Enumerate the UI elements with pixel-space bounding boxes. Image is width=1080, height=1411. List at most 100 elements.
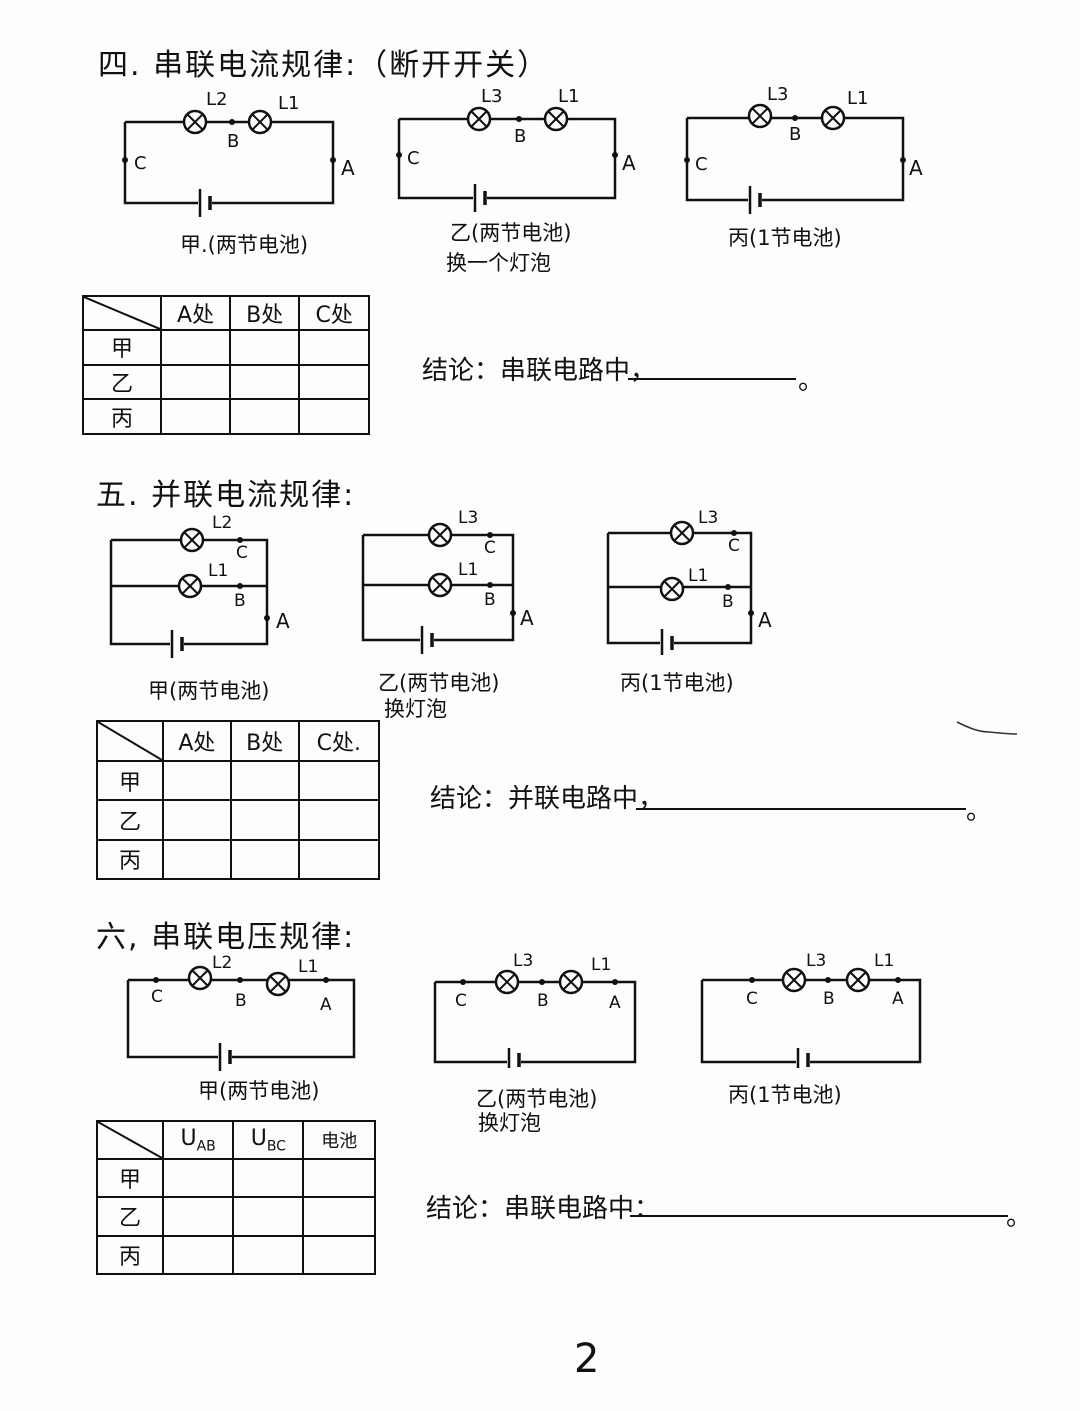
table-header-ubc: UBC [232, 1120, 305, 1160]
table-row-label: 丙 [96, 1234, 164, 1276]
lamp-label: L1 [591, 955, 611, 975]
point-label: B [234, 591, 246, 611]
point-label: A [320, 995, 332, 1015]
table-row-label: 甲 [96, 759, 164, 802]
point-label: B [514, 126, 526, 147]
bulb-icon [558, 969, 584, 995]
circuit-caption-2: 换灯泡 [478, 1111, 541, 1135]
table-header: A处 [159, 295, 232, 331]
answer-blank[interactable] [630, 1215, 1008, 1217]
bulb-icon [179, 527, 205, 553]
series-circuit-bing: L3 L1 B A C [684, 84, 923, 216]
answer-blank[interactable] [636, 808, 966, 810]
table-cell[interactable] [297, 838, 381, 881]
table-header: B处 [229, 295, 301, 331]
circuit-caption: 甲(两节电池) [198, 1079, 320, 1103]
table-cell[interactable] [232, 1196, 305, 1237]
voltage-circuit-bing: L3 L1 C B A [700, 951, 922, 1068]
point-label: C [455, 991, 467, 1011]
table-cell[interactable] [229, 838, 300, 881]
point-label: B [227, 131, 239, 152]
series-circuit-jia: L2 L1 B A C [122, 89, 355, 219]
lamp-label: L1 [688, 566, 708, 586]
table-corner [96, 720, 164, 762]
point-label: A [758, 608, 772, 632]
answer-blank[interactable] [628, 378, 796, 380]
page-number: 2 [574, 1336, 600, 1382]
section5-heading: 五. 并联电流规律: [96, 478, 356, 513]
bulb-icon [466, 106, 492, 132]
table-header-uab: UAB [161, 1120, 235, 1160]
lamp-label: L3 [481, 86, 502, 107]
table-cell[interactable] [229, 398, 301, 435]
table-cell[interactable] [229, 363, 301, 401]
point-label: A [520, 606, 534, 630]
point-label: B [537, 991, 549, 1011]
circuit-caption-2: 换灯泡 [384, 697, 447, 721]
series-voltage-table: UAB UBC 电池 甲 乙 丙 [96, 1120, 376, 1276]
circuit-caption: 丙(1节电池) [620, 671, 734, 695]
table-cell[interactable] [159, 329, 232, 366]
point-label: B [789, 124, 801, 145]
bulb-icon [427, 522, 453, 548]
table-cell[interactable] [302, 1196, 376, 1237]
lamp-label: L2 [212, 513, 232, 533]
bulb-icon [659, 576, 685, 602]
table-header: C处. [297, 720, 381, 762]
point-label: C [728, 536, 740, 556]
table-cell[interactable] [161, 1157, 235, 1199]
point-label: A [609, 993, 621, 1013]
lamp-label: L1 [458, 560, 478, 580]
point-label: A [276, 609, 290, 633]
lamp-label: L3 [806, 951, 826, 971]
table-cell[interactable] [162, 759, 232, 802]
table-cell[interactable] [159, 363, 232, 401]
table-row-label: 甲 [82, 329, 162, 366]
table-cell[interactable] [298, 398, 370, 435]
lamp-label: L3 [767, 84, 788, 105]
bulb-icon [182, 109, 208, 135]
table-corner [82, 295, 162, 331]
table-cell[interactable] [297, 759, 381, 802]
lamp-label: L3 [458, 508, 478, 528]
table-row-label: 乙 [96, 1196, 164, 1237]
table-cell[interactable] [298, 329, 370, 366]
circuit-caption-2: 换一个灯泡 [446, 251, 551, 275]
point-label: A [341, 156, 355, 180]
table-cell[interactable] [302, 1157, 376, 1199]
bulb-icon [494, 969, 520, 995]
parallel-circuit-bing: L3 L1 C B A [606, 508, 772, 655]
table-cell[interactable] [229, 799, 300, 841]
table-cell[interactable] [229, 759, 300, 802]
table-cell[interactable] [232, 1157, 305, 1199]
table-cell[interactable] [161, 1196, 235, 1237]
table-cell[interactable] [161, 1234, 235, 1276]
table-cell[interactable] [162, 838, 232, 881]
table-cell[interactable] [297, 799, 381, 841]
point-label: B [484, 590, 496, 610]
conclusion-label: 结论：串联电路中， [422, 356, 657, 386]
bulb-icon [427, 572, 453, 598]
table-cell[interactable] [302, 1234, 376, 1276]
point-label: A [892, 989, 904, 1009]
circuit-caption: 丙(1节电池) [728, 1083, 842, 1107]
table-cell[interactable] [298, 363, 370, 401]
table-cell[interactable] [159, 398, 232, 435]
bulb-icon [845, 967, 871, 993]
table-row-label: 丙 [82, 398, 162, 435]
bulb-icon [265, 971, 291, 997]
lamp-label: L1 [278, 93, 299, 114]
table-row-label: 丙 [96, 838, 164, 881]
table-cell[interactable] [162, 799, 232, 841]
table-cell[interactable] [232, 1234, 305, 1276]
table-corner [96, 1120, 164, 1160]
lamp-label: L2 [212, 953, 232, 973]
lamp-label: L1 [874, 951, 894, 971]
table-cell[interactable] [229, 329, 301, 366]
table-header: C处 [298, 295, 370, 331]
circuit-caption: 甲.(两节电池) [180, 233, 309, 257]
lamp-label: L1 [298, 957, 318, 977]
circuit-caption: 甲(两节电池) [148, 679, 270, 703]
bulb-icon [669, 520, 695, 546]
bulb-icon [747, 103, 773, 129]
